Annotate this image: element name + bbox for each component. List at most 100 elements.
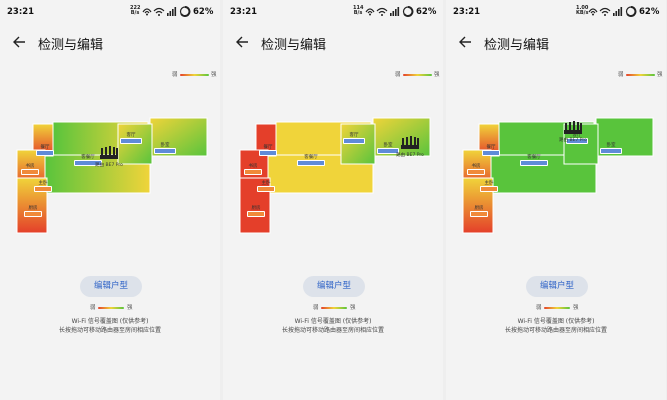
network-speed-unit: KB/s <box>576 10 589 16</box>
room-label: 厨房 <box>29 204 38 211</box>
edit-floorplan-button[interactable]: 编辑户型 <box>80 276 142 297</box>
edit-floorplan-button[interactable]: 编辑户型 <box>526 276 588 297</box>
room-tags: 客厅 卧室 餐厅 客餐厅 书房 主卧 厨房 <box>21 131 176 217</box>
battery-level: 62% <box>193 7 214 17</box>
room-tag[interactable]: 书房 <box>467 162 485 175</box>
page-title: 检测与编辑 <box>484 38 550 53</box>
status-time: 23:21 <box>7 7 35 17</box>
room-tag[interactable]: 主卧 <box>34 179 52 192</box>
router-label: 路由 BE7 Pro <box>559 136 587 143</box>
back-arrow-icon[interactable] <box>235 35 249 49</box>
router-icon[interactable]: 路由 BE7 Pro <box>559 121 587 143</box>
wifi-icon <box>153 7 165 16</box>
network-speed-unit: B/s <box>130 10 140 16</box>
room-tag[interactable]: 主卧 <box>480 179 498 192</box>
signal-legend-top: 弱 强 <box>618 70 664 80</box>
legend-weak-label: 弱 <box>313 305 319 311</box>
network-speed-unit: B/s <box>353 10 363 16</box>
status-icons <box>365 6 414 17</box>
room-tag[interactable]: 客厅 <box>343 131 365 144</box>
room-label: 书房 <box>472 162 481 169</box>
room-tag[interactable]: 餐厅 <box>36 143 54 156</box>
legend-gradient-bar <box>626 73 655 76</box>
room-tag[interactable]: 客餐厅 <box>297 153 325 166</box>
legend-strong-label: 强 <box>211 72 217 78</box>
hotspot-icon <box>142 8 152 16</box>
room-label: 卧室 <box>607 141 616 148</box>
coverage-caption: Wi-Fi 信号覆盖图 (仅供参考) <box>294 318 372 325</box>
legend-weak-label: 弱 <box>90 305 96 311</box>
edit-floorplan-button[interactable]: 编辑户型 <box>303 276 365 297</box>
legend-weak-label: 弱 <box>172 72 178 78</box>
room-tag[interactable]: 卧室 <box>600 141 622 154</box>
coverage-caption: Wi-Fi 信号覆盖图 (仅供参考) <box>517 318 595 325</box>
hotspot-icon <box>365 8 375 16</box>
network-speed-value: 114 <box>353 5 364 11</box>
signal-legend-bottom: 弱 强 <box>313 303 357 313</box>
room-tag[interactable]: 客厅 <box>120 131 142 144</box>
hotspot-icon <box>588 8 598 16</box>
room-tag[interactable]: 厨房 <box>24 204 42 217</box>
signal-legend-bottom: 弱 强 <box>536 303 580 313</box>
page-header: 检测与编辑 <box>0 28 220 58</box>
page-header: 检测与编辑 <box>223 28 443 58</box>
room-label: 卧室 <box>384 141 393 148</box>
legend-gradient-bar <box>180 73 209 76</box>
room-tag[interactable]: 客餐厅 <box>520 153 548 166</box>
wifi-icon <box>599 7 611 16</box>
room-label: 主卧 <box>262 179 271 186</box>
network-speed-value: 1.00 <box>576 5 589 11</box>
room-tag[interactable]: 客餐厅 <box>74 153 102 166</box>
legend-weak-label: 弱 <box>536 305 542 311</box>
back-arrow-icon[interactable] <box>458 35 472 49</box>
legend-strong-label: 强 <box>573 305 579 311</box>
room-label: 餐厅 <box>264 143 273 150</box>
page-title: 检测与编辑 <box>38 38 104 53</box>
room-tag[interactable]: 卧室 <box>377 141 399 154</box>
room-label: 餐厅 <box>41 143 50 150</box>
room-tag[interactable]: 餐厅 <box>259 143 277 156</box>
room-label: 书房 <box>249 162 258 169</box>
page-header: 检测与编辑 <box>446 28 666 58</box>
room-tag[interactable]: 主卧 <box>257 179 275 192</box>
room-tag[interactable]: 书房 <box>244 162 262 175</box>
back-arrow-icon[interactable] <box>12 35 26 49</box>
battery-level: 62% <box>639 7 660 17</box>
battery-icon <box>179 6 191 17</box>
room-label: 客厅 <box>350 131 359 138</box>
room-label: 客餐厅 <box>527 153 541 160</box>
room-tags: 客厅 卧室 餐厅 客餐厅 书房 主卧 厨房 <box>244 131 399 217</box>
legend-gradient-bar <box>98 306 124 309</box>
router-icon[interactable]: 路由 BE7 Pro <box>396 136 424 158</box>
signal-legend-top: 弱 强 <box>172 70 218 80</box>
room-label: 餐厅 <box>487 143 496 150</box>
room-tag[interactable]: 餐厅 <box>482 143 500 156</box>
coverage-caption: Wi-Fi 信号覆盖图 (仅供参考) <box>71 318 149 325</box>
legend-strong-label: 强 <box>657 72 663 78</box>
room-label: 客厅 <box>127 131 136 138</box>
room-tag[interactable]: 书房 <box>21 162 39 175</box>
router-icon[interactable]: 路由 BE7 Pro <box>95 146 123 168</box>
room-label: 厨房 <box>252 204 261 211</box>
wifi-icon <box>376 7 388 16</box>
status-icons <box>588 6 637 17</box>
room-tag[interactable]: 卧室 <box>154 141 176 154</box>
legend-gradient-bar <box>321 306 347 309</box>
room-tag[interactable]: 厨房 <box>470 204 488 217</box>
room-label: 主卧 <box>485 179 494 186</box>
signal-icon <box>390 7 400 16</box>
drag-hint-caption: 长按拖动可移动路由器至房间相应位置 <box>58 327 161 334</box>
wifi-heatmap-floorplan[interactable]: 客厅 卧室 餐厅 客餐厅 书房 主卧 厨房 路由 BE7 Pro <box>446 100 666 250</box>
wifi-heatmap-floorplan[interactable]: 客厅 卧室 餐厅 客餐厅 书房 主卧 厨房 路由 BE7 Pro <box>223 100 443 250</box>
legend-strong-label: 强 <box>127 305 133 311</box>
signal-legend-top: 弱 强 <box>395 70 441 80</box>
room-tag[interactable]: 客厅 <box>566 131 588 144</box>
signal-icon <box>167 7 177 16</box>
wifi-heatmap-floorplan[interactable]: 客厅 卧室 餐厅 客餐厅 书房 主卧 厨房 路由 BE7 Pro <box>0 100 220 250</box>
room-tag[interactable]: 厨房 <box>247 204 265 217</box>
status-icons <box>142 6 191 17</box>
legend-weak-label: 弱 <box>618 72 624 78</box>
